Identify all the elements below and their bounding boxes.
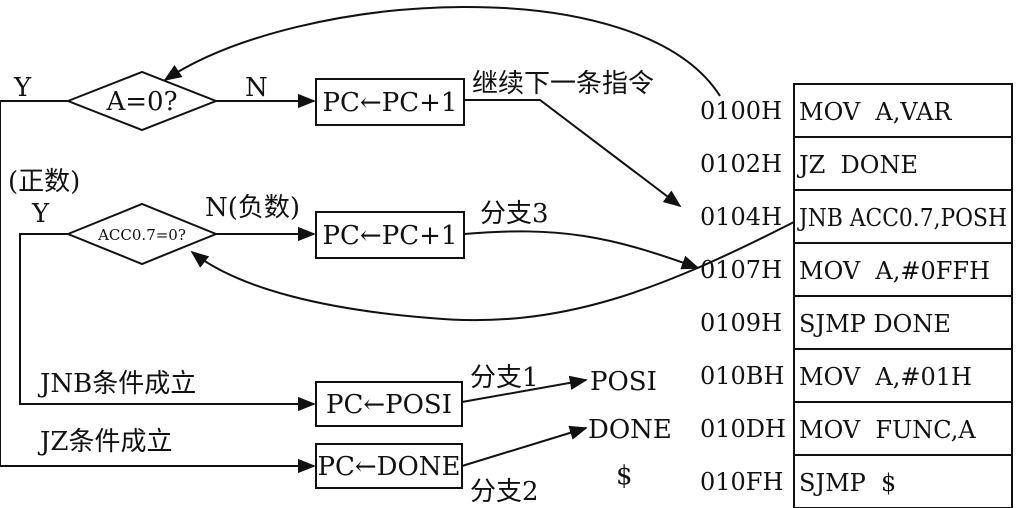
process-box-pc-plus1-a (315, 78, 465, 126)
arrow-p1-to-0104h (464, 99, 682, 208)
target-done: DONE (588, 415, 672, 445)
memory-instruction: JNB ACC0.7,POSH (796, 204, 1007, 232)
memory-instruction: SJMP DONE (799, 310, 951, 338)
memory-address: 010FH (700, 468, 783, 496)
memory-address: 0109H (700, 309, 782, 337)
process-box-pc-done (315, 443, 463, 489)
target-dollar: $ (616, 461, 633, 491)
arrow-0100h-to-d1 (163, 6, 721, 97)
decision-acc07-label: ACC0.7=0? (97, 226, 186, 244)
annotation-branch2: 分支2 (470, 477, 539, 507)
decision-acc07-no: N(负数) (205, 193, 300, 223)
process-box-pc-plus1-a-label: PC←PC+1 (323, 88, 458, 118)
annotation-jnb-cond: JNB条件成立 (37, 369, 196, 399)
memory-instruction: MOV A,VAR (799, 98, 952, 126)
annotation-branch3: 分支3 (480, 199, 549, 229)
memory-instruction: MOV FUNC,A (799, 416, 976, 444)
decision-acc07-yes-note: (正数) (8, 167, 80, 197)
process-box-pc-posi-label: PC←POSI (326, 390, 452, 420)
memory-address: 010BH (700, 362, 784, 390)
process-box-pc-plus1-b-label: PC←PC+1 (323, 221, 458, 251)
arrow-p4-to-done (461, 425, 588, 467)
process-box-pc-posi (315, 381, 463, 427)
annotation-jz-cond: JZ条件成立 (37, 427, 173, 457)
memory-instruction: MOV A,#0FFH (799, 257, 990, 285)
process-box-pc-plus1-b (315, 211, 465, 259)
memory-instruction: SJMP $ (799, 469, 896, 497)
arrow-p2-to-0107h (463, 230, 700, 270)
arrow-d1-yes-to-p4 (0, 100, 316, 474)
memory-instruction: MOV A,#01H (799, 363, 972, 391)
memory-address: 010DH (700, 415, 786, 443)
memory-instruction: JZ DONE (796, 151, 918, 179)
decision-a-zero-label: A=0? (105, 87, 177, 117)
decision-a-zero-no: N (245, 73, 268, 103)
decision-a-zero-yes: Y (13, 73, 32, 103)
arrow-d2-yes-to-p3 (19, 233, 316, 412)
arrow-0104h-to-d2 (190, 221, 795, 322)
memory-address: 0107H (700, 256, 782, 284)
arrow-p3-to-posi (461, 375, 588, 403)
process-box-pc-done-label: PC←DONE (317, 452, 460, 482)
target-posi: POSI (590, 367, 657, 397)
memory-address: 0100H (700, 97, 782, 125)
annotation-branch1: 分支1 (470, 363, 539, 393)
decision-acc07-yes: Y (31, 199, 50, 229)
memory-address: 0102H (700, 150, 782, 178)
annotation-continue-next: 继续下一条指令 (472, 69, 654, 99)
memory-address: 0104H (700, 203, 782, 231)
memory-table: 0100H MOV A,VAR 0102H JZ DONE 0104H JNB ACC0.… (700, 83, 1013, 508)
